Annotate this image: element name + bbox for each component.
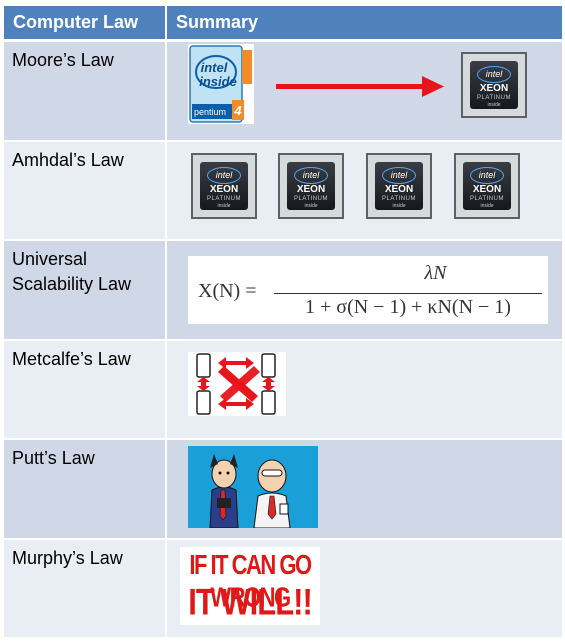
usl-formula: X(N) = λN 1 + σ(N − 1) + κN(N − 1) <box>188 256 548 324</box>
svg-text:intel: intel <box>201 60 228 75</box>
law-name: Metcalfe’s Law <box>4 339 167 440</box>
xeon-chip: intel XEON PLATINUM inside <box>366 153 432 219</box>
row-metcalfes-law: Metcalfe’s Law <box>4 339 562 440</box>
right-arrow-icon <box>276 76 444 97</box>
law-name: Moore’s Law <box>4 40 167 142</box>
header-row: Computer Law Summary <box>4 6 562 42</box>
cartoon-illustration <box>188 446 318 528</box>
murphy-line-2: IT WILL!! <box>188 581 313 623</box>
murphys-law-banner: IF IT CAN GO WRONG IT WILL!! <box>180 547 320 625</box>
formula-denominator: 1 + σ(N − 1) + κN(N − 1) <box>305 296 511 318</box>
formula-lhs: X(N) = <box>198 280 257 302</box>
law-name: Universal Scalability Law <box>4 239 167 341</box>
xeon-chip: intel XEON PLATINUM inside <box>278 153 344 219</box>
svg-text:pentium: pentium <box>194 107 226 117</box>
xeon-chip: intel XEON PLATINUM inside <box>454 153 520 219</box>
fraction-bar <box>274 293 542 294</box>
pentium-4-logo: intel inside pentium 4 <box>188 44 254 124</box>
law-name: Amhdal’s Law <box>4 140 167 241</box>
svg-text:4: 4 <box>233 103 242 118</box>
xeon-chip: intel XEON PLATINUM inside <box>461 52 527 118</box>
murphy-line-1: IF IT CAN GO WRONG <box>189 549 312 613</box>
xeon-chip: intel XEON PLATINUM inside <box>191 153 257 219</box>
law-name: Putt’s Law <box>4 438 167 540</box>
formula-numerator: λN <box>424 262 447 284</box>
svg-text:inside: inside <box>199 74 237 89</box>
header-summary: Summary <box>166 6 562 42</box>
header-computer-law: Computer Law <box>4 6 167 42</box>
law-name: Murphy’s Law <box>4 538 167 639</box>
network-phones-diagram <box>188 352 286 416</box>
